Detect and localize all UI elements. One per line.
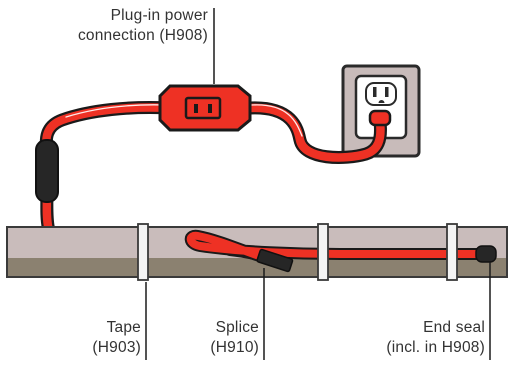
label-tape: Tape (H903)	[92, 318, 141, 358]
heat-cable-on-pipe	[184, 229, 488, 268]
tape-band	[317, 223, 329, 281]
label-end-seal-line2: (incl. in H908)	[386, 339, 485, 356]
label-splice: Splice (H910)	[210, 318, 259, 358]
tape-band	[137, 223, 149, 281]
label-tape-line1: Tape	[106, 319, 141, 336]
label-splice-line2: (H910)	[210, 339, 259, 356]
tape-bands	[137, 223, 458, 281]
splice-sleeve	[256, 248, 294, 273]
tape-band	[446, 223, 458, 281]
label-power-connection: Plug-in power connection (H908)	[78, 6, 208, 46]
label-power-line1: Plug-in power	[110, 7, 208, 24]
label-tape-line2: (H903)	[92, 339, 141, 356]
label-splice-line1: Splice	[215, 319, 259, 336]
end-seal	[475, 245, 497, 263]
outlet-plug-head	[368, 109, 392, 127]
label-end-seal-line1: End seal	[423, 319, 485, 336]
label-power-line2: connection (H908)	[77, 27, 208, 44]
leader-lines	[145, 8, 491, 360]
inline-plug-icon	[158, 84, 252, 132]
label-end-seal: End seal (incl. in H908)	[386, 318, 485, 358]
cable-sleeve	[35, 139, 59, 203]
